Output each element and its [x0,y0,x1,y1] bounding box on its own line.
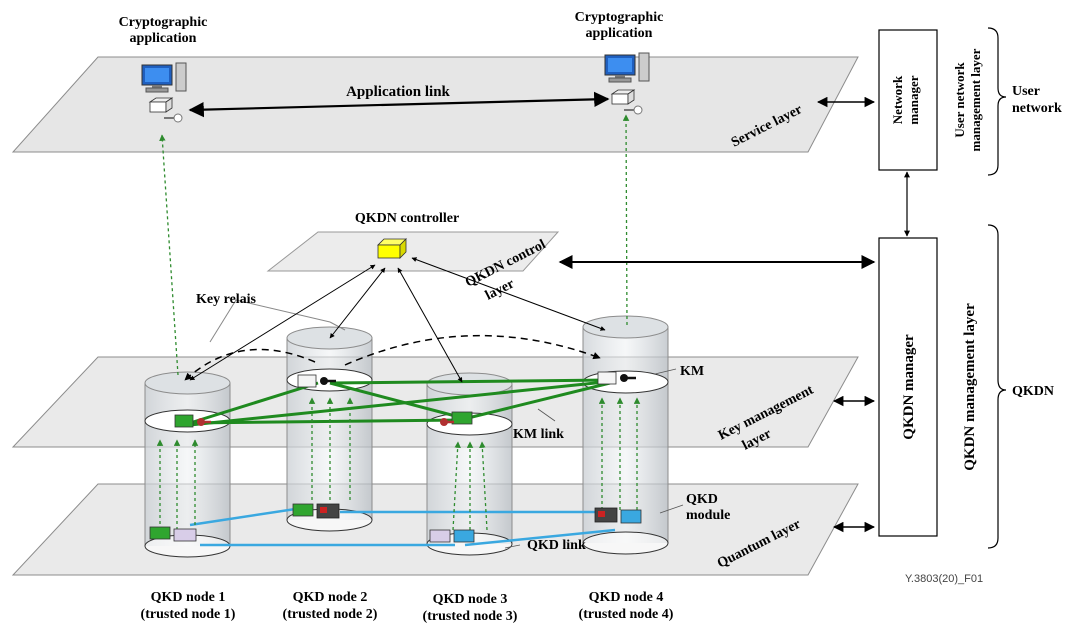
node-2-sub: (trusted node 2) [283,607,378,622]
qkdn-controller-box [377,238,407,259]
qkdn-mgmt-layer-label: QKDN management layer [962,303,978,471]
key-relais-label: Key relais [196,292,257,307]
node-4-sub: (trusted node 4) [579,607,674,622]
node-2-name: QKD node 2 [293,590,368,605]
node-2-cylinder [286,326,373,532]
user-network-mgmt-layer-label-line2: management layer [968,48,983,151]
qkdn-brace [987,224,1007,549]
manager-arrows [558,96,910,533]
computer-icon [141,62,187,93]
user-network-brace [987,27,1007,176]
key-manager-icon [597,371,636,385]
qkd-module-label-line1: QKD [686,492,718,507]
user-network-label-line1: User [1012,84,1040,99]
qkd-link-label: QKD link [527,538,586,553]
node-3-sub: (trusted node 3) [423,609,518,624]
network-manager-label-line1: Network [890,75,905,124]
controller-arrows [189,257,606,383]
dotted-key-supply-links [156,114,641,531]
left-app-label-line2: application [130,31,197,46]
key-manager-icon [174,414,211,428]
km-link-label: KM link [513,427,564,442]
application-link-label: Application link [346,84,450,100]
qkd-module-icon [594,507,642,524]
qkd-module-icon [149,526,197,542]
km-links [189,378,611,427]
qkdn-controller-label: QKDN controller [355,211,459,226]
node-4-name: QKD node 4 [589,590,664,605]
key-device-icon [610,89,643,115]
node-1-sub: (trusted node 1) [141,607,236,622]
node-3-name: QKD node 3 [433,592,508,607]
qkd-module-icon [429,529,475,543]
qkd-module-icon [292,503,340,519]
qkdn-network-label: QKDN [1012,384,1054,399]
node-1-name: QKD node 1 [151,590,226,605]
key-device-icon [148,97,183,123]
computer-icon [604,52,650,83]
network-manager-box [878,29,938,171]
left-app-label-line1: Cryptographic [119,15,208,30]
right-app-label-line2: application [586,26,653,41]
figure-id: Y.3803(20)_F01 [905,573,983,585]
key-manager-icon [440,411,473,426]
user-network-mgmt-layer-label-line1: User network [952,62,967,138]
qkdn-manager-label: QKDN manager [901,334,917,440]
annotation-pointers [504,368,684,549]
km-label: KM [680,364,704,379]
key-manager-icon [297,374,336,388]
right-app-label-line1: Cryptographic [575,10,664,25]
network-manager-label-line2: manager [906,75,921,124]
qkd-module-label-line2: module [686,508,730,523]
qkdn-manager-box [878,237,938,537]
application-link [188,91,610,118]
user-network-label-line2: network [1012,101,1062,116]
